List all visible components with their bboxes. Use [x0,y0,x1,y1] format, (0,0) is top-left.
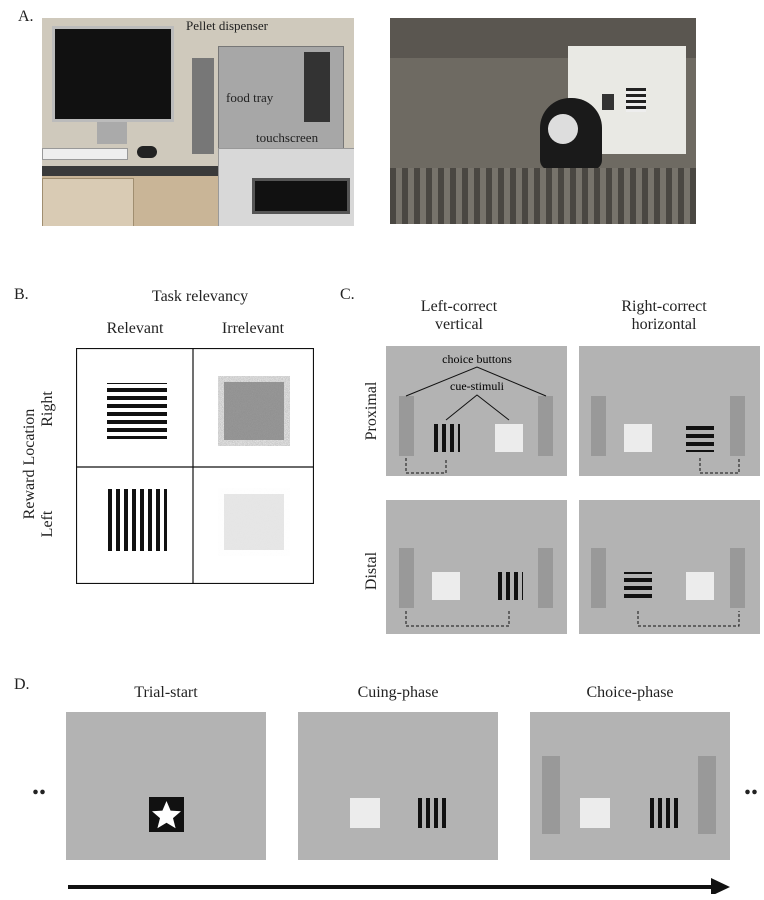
irrelevant-column-header: Irrelevant [221,320,285,337]
trial-start-title: Trial-start [134,684,198,701]
task-relevancy-header: Task relevancy [151,288,249,305]
pellet-dispenser-annotation: Pellet dispenser [186,18,268,33]
cue-stimuli-label: cue-stimuli [450,379,505,393]
right-correct-line1: Right-correct [621,298,707,315]
ellipsis-left: .. [32,770,46,801]
right-correct-header: Right-correct horizontal [594,298,734,334]
choice-phase-title: Choice-phase [586,684,674,701]
panel-d-label: D. [14,676,30,693]
left-correct-line1: Left-correct [420,298,498,315]
vertical-grating-stimulus [107,489,167,551]
right-row-label: Right [39,391,56,427]
proximal-row-label: Proximal [363,381,380,441]
left-correct-header: Left-correct vertical [394,298,524,334]
rat-chamber-photo [390,18,696,224]
ellipsis-right: .. [744,770,758,801]
horizontal-grating-stimulus [107,383,167,439]
panel-c-label: C. [340,286,355,303]
trial-start-screen [66,712,266,860]
touchscreen-annotation: touchscreen [256,130,319,145]
monitor-icon [52,26,174,122]
panel-b-label: B. [14,286,29,303]
vertical-cue-stimulus [432,424,460,452]
relevant-column-header: Relevant [106,320,164,337]
horizontal-cue-stimulus [686,424,714,452]
cuing-phase-screen [298,712,498,860]
arrow-head-icon [711,878,730,894]
star-icon [152,801,181,829]
noise-cue-stimulus [495,424,523,452]
left-choice-button [399,396,414,456]
choice-phase-screen [530,712,730,860]
distal-row-label: Distal [363,551,380,591]
left-correct-line2: vertical [435,316,483,333]
panel-a-label: A. [18,8,34,25]
right-correct-line2: horizontal [631,316,697,333]
lab-setup-photo [42,18,354,226]
cuing-phase-title: Cuing-phase [357,684,439,701]
panel-c-screens: choice buttons cue-stimuli [386,346,760,634]
screen-distal-right [579,500,760,634]
food-tray-annotation: food tray [226,90,274,105]
screen-proximal-right [579,346,760,476]
left-row-label: Left [39,510,56,538]
relevancy-grid [76,348,314,584]
panel-d-timeline [66,712,730,894]
reward-location-axis-label: Reward Location [21,408,38,520]
right-choice-button [538,396,553,456]
screen-distal-left [386,500,567,634]
choice-buttons-label: choice buttons [442,352,512,366]
